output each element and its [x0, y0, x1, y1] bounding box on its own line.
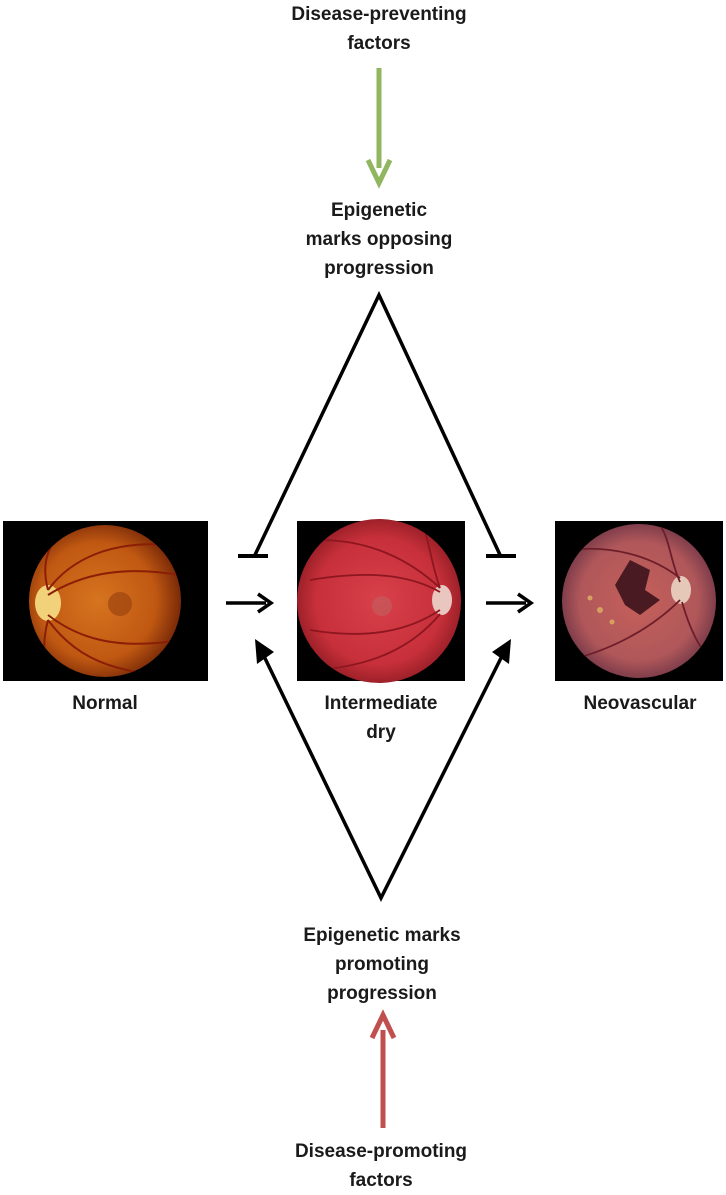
promoting-arrowhead-right	[492, 639, 511, 664]
neovascular-fundus-image	[555, 521, 723, 681]
neovascular-label: Neovascular	[583, 693, 697, 714]
opposing-inhibition-lines	[252, 290, 503, 558]
promoting-lines	[259, 649, 507, 902]
epigenetic-marks-promoting-label: Epigenetic marks promoting progression	[303, 925, 461, 1004]
preventing-arrow-head	[365, 158, 393, 189]
progression-arrow-2-head	[517, 592, 535, 614]
disease-promoting-factors-label: Disease-promoting factors	[294, 1141, 468, 1191]
normal-fundus-image	[3, 521, 208, 681]
promoting-arrowhead-left	[255, 639, 274, 664]
intermediate-dry-label: Intermediate dry	[324, 693, 438, 743]
normal-label: Normal	[72, 693, 138, 714]
disease-preventing-factors-label: Disease-preventing factors	[291, 4, 467, 54]
progression-arrow-1-head	[257, 592, 275, 614]
intermediate-dry-fundus-image	[297, 519, 465, 683]
epigenetic-marks-opposing-label: Epigenetic marks opposing progression	[305, 200, 453, 279]
promoting-arrow-head	[369, 1009, 397, 1040]
